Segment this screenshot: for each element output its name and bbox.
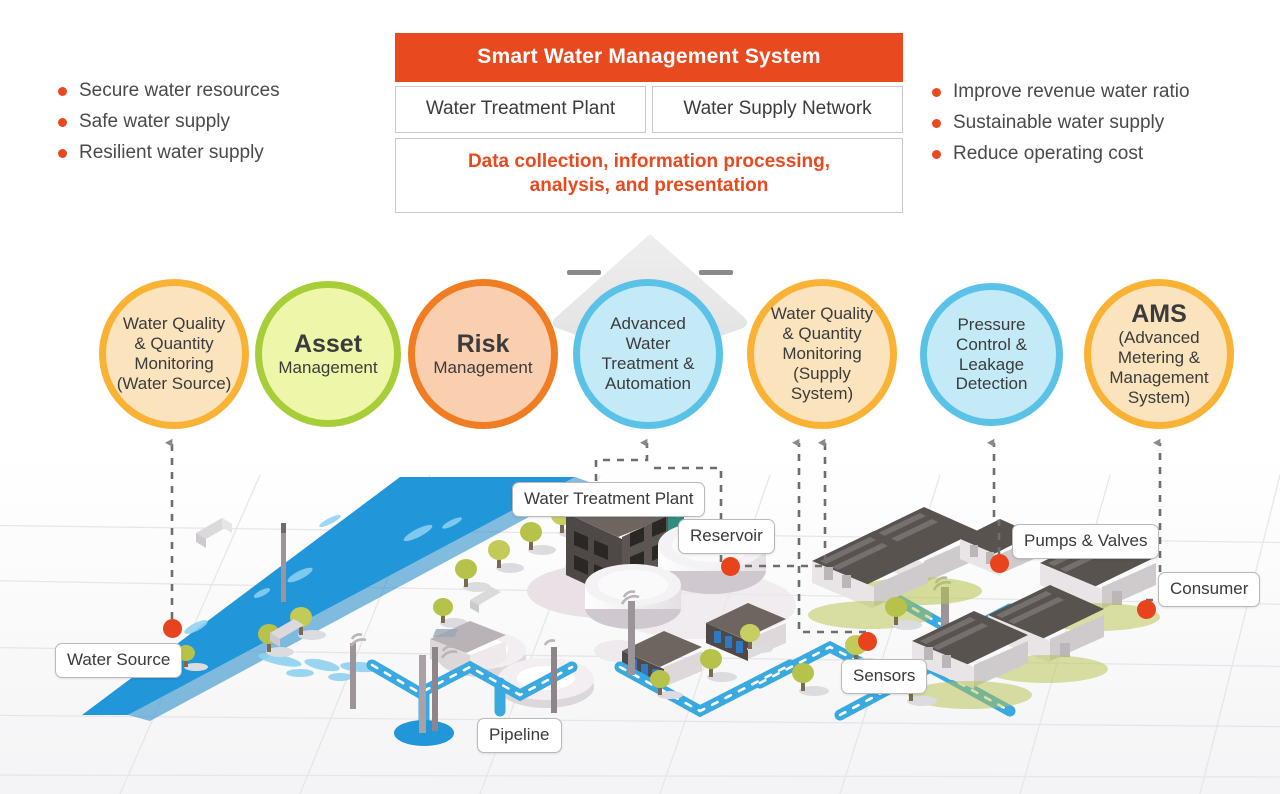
circle-label-line: Treatment & — [601, 354, 695, 373]
subsystem-water-treatment-plant[interactable]: Water Treatment Plant — [395, 86, 646, 133]
callout-reservoir[interactable]: Reservoir — [678, 519, 775, 554]
residential-houses — [808, 507, 1160, 709]
circle-label-line: Monitoring — [134, 354, 214, 373]
bullet-item: Resilient water supply — [58, 143, 280, 162]
bullet-dot-icon — [932, 88, 941, 97]
bullet-label: Safe water supply — [79, 111, 231, 132]
river — [82, 477, 592, 721]
standpipe — [394, 639, 557, 746]
sensors-node[interactable] — [858, 632, 877, 651]
bullet-item: Sustainable water supply — [932, 113, 1190, 132]
sensor-pole-river — [281, 523, 286, 602]
callout-sensors[interactable]: Sensors — [841, 659, 928, 694]
circle-label-line: Water Quality — [122, 314, 226, 334]
callout-water-treatment-plant[interactable]: Water Treatment Plant — [512, 482, 706, 517]
bullet-dot-icon — [932, 150, 941, 159]
bullet-label: Sustainable water supply — [953, 112, 1165, 133]
bullet-label: Improve revenue water ratio — [953, 81, 1190, 102]
page-title: Smart Water Management System — [395, 33, 903, 82]
circle-label-line: Control & — [956, 334, 1027, 354]
subsystem-water-supply-network[interactable]: Water Supply Network — [652, 86, 903, 133]
callout-pumps-valves[interactable]: Pumps & Valves — [1012, 524, 1160, 559]
circle-label-line: Detection — [955, 374, 1028, 394]
circle-label-line: (Supply System) — [790, 363, 854, 403]
circle-label-line: AMS — [1131, 300, 1187, 329]
circle-label-line: Water Quality — [770, 304, 874, 324]
bullet-item: Secure water resources — [58, 81, 280, 100]
bullet-dot-icon — [932, 119, 941, 128]
header-subsystems-row: Water Treatment Plant Water Supply Netwo… — [395, 86, 903, 133]
circle-label-line: & Quantity — [782, 324, 862, 344]
consumer-node[interactable] — [1137, 600, 1156, 619]
circle-label-line: & Quantity — [134, 334, 214, 354]
circle-label-line: Pressure — [957, 314, 1026, 334]
sensor-pole-left — [349, 633, 367, 709]
bullet-dot-icon — [58, 149, 67, 158]
bullet-item: Safe water supply — [58, 112, 280, 131]
reservoir-node[interactable] — [721, 557, 740, 576]
system-header-block: Smart Water Management System Water Trea… — [395, 33, 903, 213]
callout-water-source[interactable]: Water Source — [55, 643, 183, 678]
water-source-node[interactable] — [163, 619, 182, 638]
circle-label-line: Advanced — [610, 314, 686, 334]
circle-label-line: Management — [278, 358, 378, 378]
circle-label-line: (Advanced — [1118, 328, 1200, 348]
data-pipeline-statement: Data collection, information processing,… — [395, 138, 903, 213]
bullet-label: Secure water resources — [79, 80, 280, 101]
circle-label-line: Leakage — [958, 354, 1025, 374]
circle-label-line: Metering & — [1117, 348, 1201, 368]
isometric-landscape — [0, 455, 1280, 794]
bullet-item: Improve revenue water ratio — [932, 82, 1190, 101]
bullet-label: Reduce operating cost — [953, 143, 1144, 164]
antenna-tower — [620, 590, 640, 675]
circle-label-line: Monitoring — [782, 344, 862, 364]
circle-label-line: System) — [1127, 387, 1191, 407]
circle-label-line: Management — [433, 358, 533, 378]
data-pipeline-line-1: Data collection, information processing, — [467, 151, 831, 172]
pumps-valves-node[interactable] — [990, 554, 1009, 573]
bullet-dot-icon — [58, 87, 67, 96]
circle-label-line: Water — [625, 334, 671, 354]
circle-label-line: Asset — [293, 330, 363, 359]
circle-label-line: (Water Source) — [116, 373, 232, 393]
bullet-item: Reduce operating cost — [932, 144, 1190, 163]
callout-consumer[interactable]: Consumer — [1158, 572, 1261, 607]
bullet-label: Resilient water supply — [79, 142, 264, 163]
callout-pipeline[interactable]: Pipeline — [477, 718, 562, 753]
circle-label-line: Management — [1109, 368, 1209, 387]
data-pipeline-line-2: analysis, and presentation — [529, 175, 769, 197]
ground-blocks — [196, 518, 501, 647]
circle-label-line: Automation — [605, 373, 691, 393]
bullet-dot-icon — [58, 118, 67, 127]
circle-label-line: Risk — [456, 330, 510, 359]
